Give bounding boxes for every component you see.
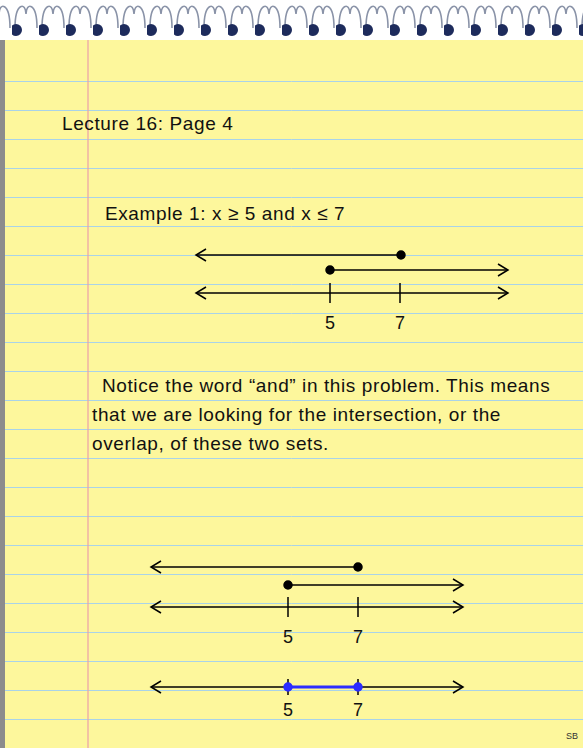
number-line-example — [196, 249, 508, 303]
tick-number: 5 — [325, 313, 335, 334]
page-edge — [0, 40, 5, 748]
lecture-title: Lecture 16: Page 4 — [62, 113, 233, 135]
margin-line — [87, 40, 88, 748]
watermark: SB — [566, 731, 578, 741]
tick-number: 5 — [283, 627, 293, 648]
number-line-overlap — [151, 561, 463, 617]
example-heading: Example 1: x ≥ 5 and x ≤ 7 — [105, 203, 345, 225]
tick-number: 7 — [353, 700, 363, 721]
tick-number: 7 — [395, 313, 405, 334]
number-line-solution — [151, 679, 463, 695]
tick-number: 5 — [283, 700, 293, 721]
tick-number: 7 — [353, 627, 363, 648]
explanation-note: Notice the word “and” in this problem. T… — [92, 371, 570, 458]
spiral-binding — [0, 0, 583, 42]
